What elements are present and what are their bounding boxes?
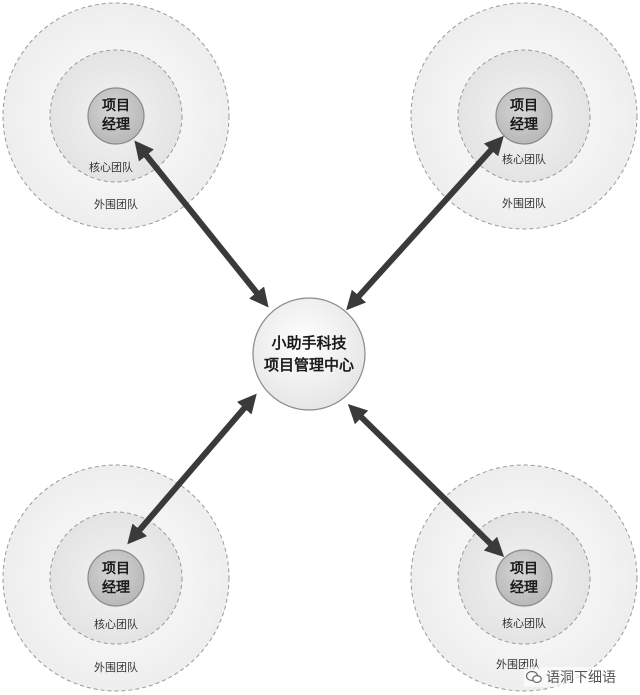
team-cluster-bottom-left: 项目 经理 核心团队 外围团队: [2, 464, 230, 692]
project-manager-node: [495, 87, 553, 145]
project-manager-node: [87, 549, 145, 607]
pm-label-line2: 经理: [102, 116, 130, 133]
watermark: 语洞下细语: [524, 667, 618, 687]
pm-label-line1: 项目: [102, 98, 130, 114]
core-team-label: 核心团队: [502, 616, 546, 630]
pm-label-line1: 项目: [510, 98, 538, 114]
arrow-center-top-right: [346, 135, 504, 311]
pm-label-line2: 经理: [510, 579, 538, 596]
team-cluster-top-right: 项目 经理 核心团队 外围团队: [410, 2, 638, 230]
arrow-center-bottom-right: [347, 403, 505, 558]
center-hub: 小助手科技 项目管理中心: [252, 297, 366, 411]
pm-label-line1: 项目: [102, 561, 130, 577]
project-manager-node: [87, 87, 145, 145]
watermark-text: 语洞下细语: [546, 670, 616, 686]
pm-label-line2: 经理: [510, 116, 538, 133]
wechat-icon: [526, 670, 542, 684]
outer-team-label: 外围团队: [94, 660, 138, 674]
arrow-center-bottom-left: [127, 393, 257, 545]
outer-team-label: 外围团队: [502, 196, 546, 210]
center-label-line2: 项目管理中心: [264, 356, 354, 374]
pm-label-line1: 项目: [510, 561, 538, 577]
outer-team-label: 外围团队: [94, 197, 138, 211]
core-team-label: 核心团队: [94, 617, 138, 631]
core-team-label: 核心团队: [502, 152, 546, 166]
arrow-center-top-left: [134, 140, 269, 308]
core-team-label: 核心团队: [89, 160, 133, 174]
center-label-line1: 小助手科技: [271, 334, 347, 352]
center-node: [252, 297, 366, 411]
project-manager-node: [495, 549, 553, 607]
team-cluster-top-left: 项目 经理 核心团队 外围团队: [2, 2, 230, 230]
pm-label-line2: 经理: [102, 579, 130, 596]
